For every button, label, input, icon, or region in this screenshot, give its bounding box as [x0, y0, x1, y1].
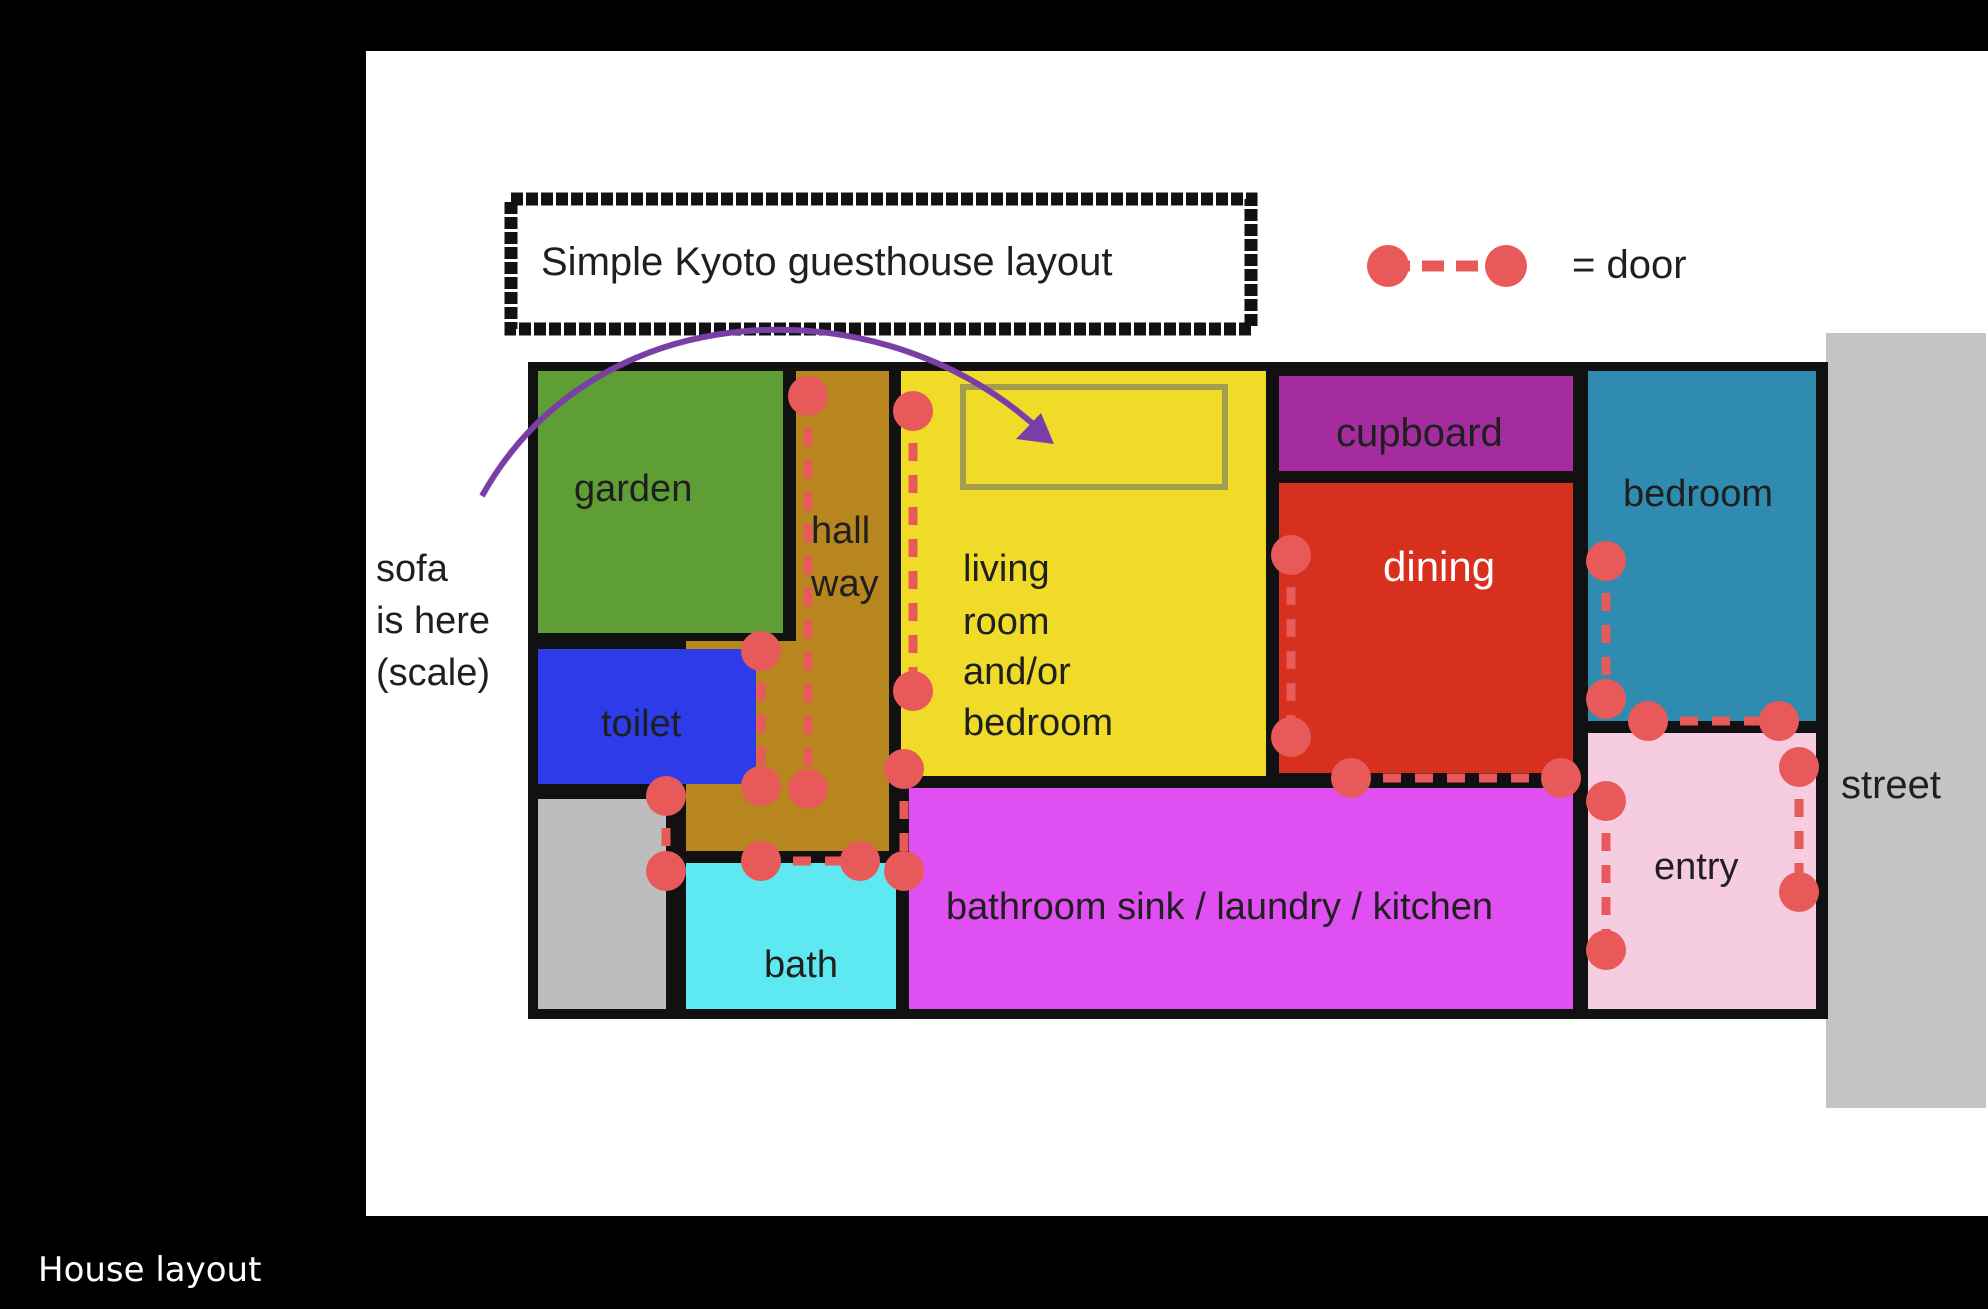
room-toilet: [538, 649, 756, 784]
legend-label: = door: [1572, 243, 1687, 287]
bath-label: bath: [764, 944, 838, 986]
street-area: [1826, 333, 1986, 1108]
rug-outline: [960, 384, 1228, 490]
door-living-dining: [1271, 535, 1311, 757]
room-dining: [1279, 483, 1573, 773]
door-toilet: [741, 631, 781, 806]
street-label: street: [1841, 763, 1941, 807]
door-dining-bedroom: [1586, 541, 1626, 719]
door-hallway-living: [893, 391, 933, 711]
sofa-annotation: sofa is here (scale): [376, 548, 501, 694]
cupboard-label: cupboard: [1336, 411, 1503, 455]
room-bath: [686, 863, 896, 1009]
sofa-arrow: [479, 326, 1049, 498]
dining-label: dining: [1383, 543, 1495, 590]
room-bedroom: [1588, 371, 1816, 721]
room-kitchen: [909, 788, 1573, 1009]
floor-plan-slide: street Simple Kyoto guesthouse layout = …: [366, 51, 1988, 1216]
door-bath: [741, 841, 880, 881]
door-entry-street: [1779, 747, 1819, 912]
diagram-title: Simple Kyoto guesthouse layout: [541, 240, 1112, 284]
doors: [646, 376, 1819, 970]
door-symbol-end: [1367, 245, 1409, 287]
kitchen-label: bathroom sink / laundry / kitchen: [946, 886, 1493, 928]
door-legend: = door: [1367, 243, 1687, 287]
sofa-arrow-head: [1016, 413, 1054, 444]
door-dining-kitchen: [1331, 758, 1581, 798]
living-label: living room and/or bedroom: [963, 548, 1113, 744]
image-caption: House layout: [38, 1250, 262, 1290]
room-storage: [538, 799, 666, 1009]
door-hallway-left: [788, 376, 828, 809]
door-symbol-end: [1485, 245, 1527, 287]
floor-plan-diagram: street Simple Kyoto guesthouse layout = …: [376, 192, 1986, 1108]
toilet-label: toilet: [601, 703, 682, 745]
door-kitchen-entry: [1586, 781, 1626, 970]
bedroom-label: bedroom: [1623, 473, 1773, 515]
garden-label: garden: [574, 468, 692, 510]
door-storage: [646, 776, 686, 891]
title-box: [504, 192, 1258, 336]
entry-label: entry: [1654, 846, 1738, 888]
hallway-label: hall way: [810, 510, 881, 605]
door-kitchen-left: [884, 749, 924, 891]
door-bedroom-entry: [1628, 701, 1799, 741]
room-cupboard: [1279, 376, 1573, 471]
room-garden: [538, 371, 783, 633]
room-entry: [1588, 733, 1816, 1009]
